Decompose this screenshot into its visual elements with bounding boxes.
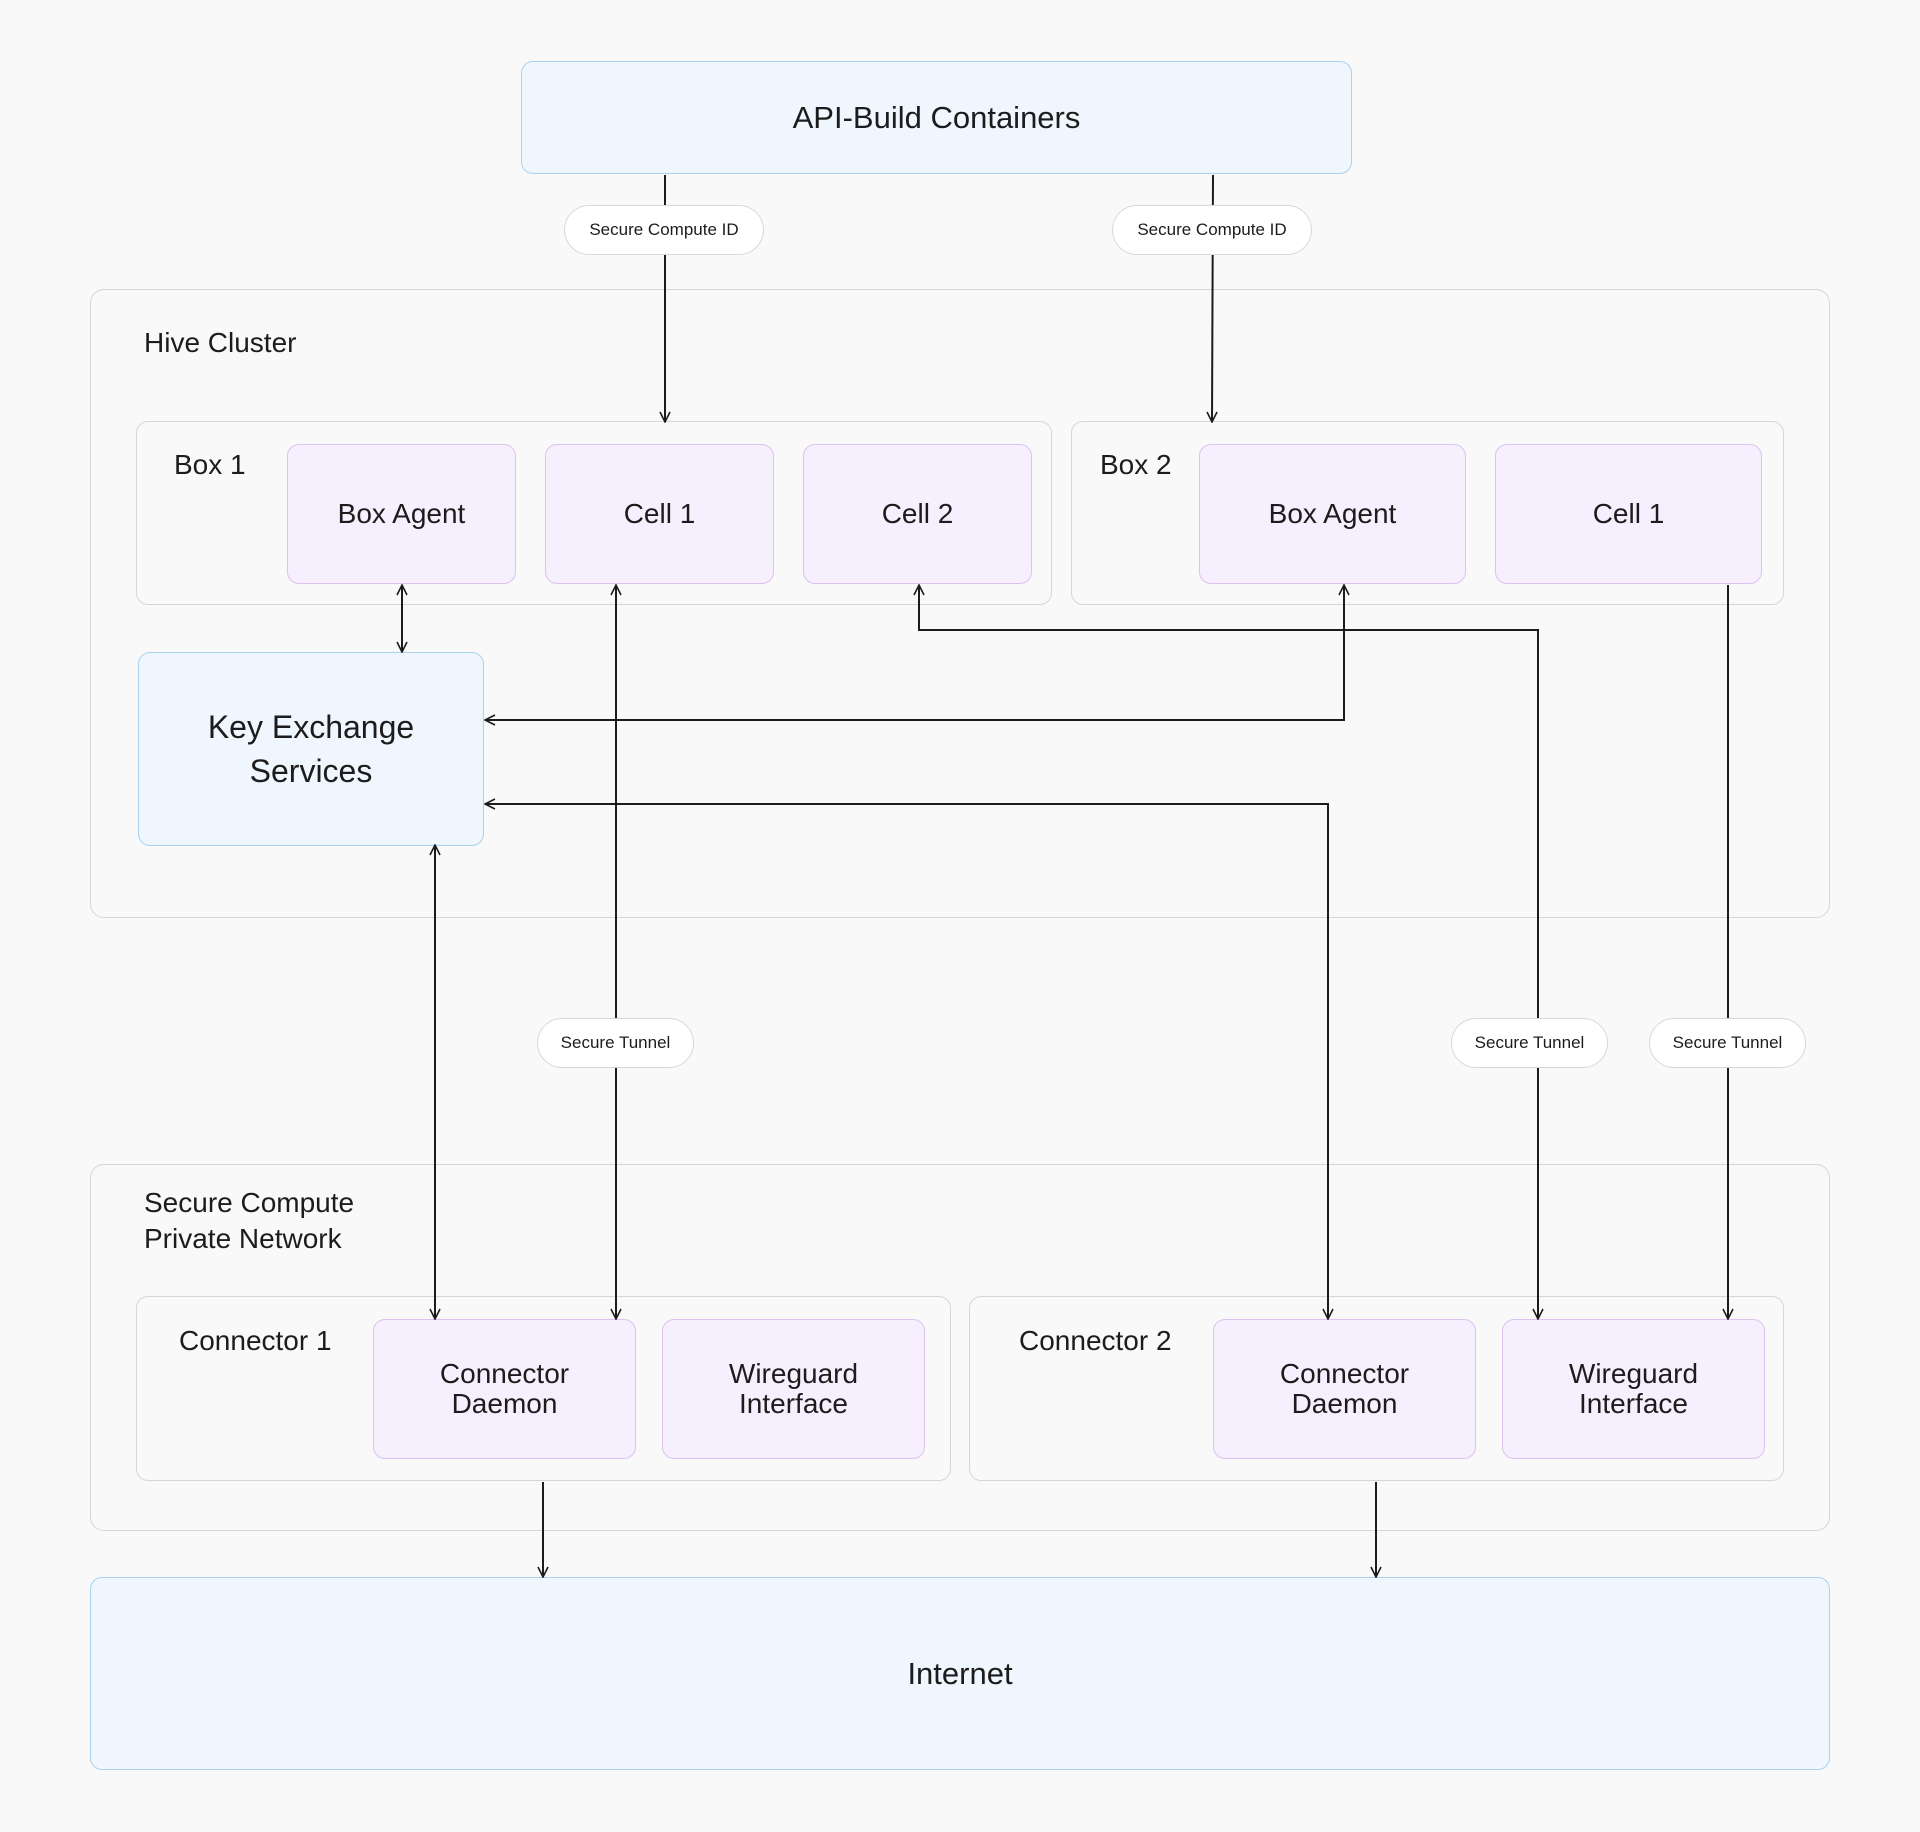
box-2-agent-label: Box Agent (1268, 498, 1397, 529)
box-2-cell-1: Cell 1 (1495, 444, 1762, 584)
connector-2-title: Connector 2 (1019, 1325, 1172, 1356)
secure-tunnel-label-2: Secure Tunnel (1451, 1018, 1608, 1068)
wire-cell2-connector2-wireguard (919, 585, 1538, 1319)
connector-1-wireguard-label: Wireguard Interface (728, 1358, 859, 1419)
box-2-agent: Box Agent (1199, 444, 1466, 584)
connector-2-daemon-label: Connector Daemon (1279, 1358, 1410, 1419)
box-1-agent: Box Agent (287, 444, 516, 584)
box-1-cell-2-label: Cell 2 (881, 498, 954, 529)
hive-cluster-title: Hive Cluster (144, 327, 297, 358)
box-1-title: Box 1 (174, 449, 246, 480)
connector-1-title: Connector 1 (179, 1325, 332, 1356)
secure-compute-id-label-2: Secure Compute ID (1112, 205, 1312, 255)
key-exchange-services-label: Key Exchange Services (207, 709, 415, 789)
box-1-cell-1: Cell 1 (545, 444, 774, 584)
key-exchange-services-box: Key Exchange Services (138, 652, 484, 846)
private-network-title: Secure Compute Private Network (144, 1187, 355, 1254)
box-1-cell-2: Cell 2 (803, 444, 1032, 584)
wire-box2-agent-kes (485, 585, 1344, 720)
internet-box: Internet (90, 1577, 1830, 1770)
connector-2-wireguard-label: Wireguard Interface (1568, 1358, 1699, 1419)
box-2-cell-1-label: Cell 1 (1592, 498, 1665, 529)
box-2-title: Box 2 (1100, 449, 1172, 480)
secure-tunnel-label-1: Secure Tunnel (537, 1018, 694, 1068)
secure-compute-id-label-1: Secure Compute ID (564, 205, 764, 255)
internet-label: Internet (907, 1655, 1013, 1691)
connector-1-daemon-label: Connector Daemon (439, 1358, 570, 1419)
api-build-containers-box: API-Build Containers (521, 61, 1352, 174)
box-1-cell-1-label: Cell 1 (623, 498, 696, 529)
connector-2-wireguard: Wireguard Interface (1502, 1319, 1765, 1459)
connector-1-wireguard: Wireguard Interface (662, 1319, 925, 1459)
api-build-containers-label: API-Build Containers (792, 99, 1081, 135)
secure-tunnel-label-3: Secure Tunnel (1649, 1018, 1806, 1068)
box-1-agent-label: Box Agent (337, 498, 466, 529)
connector-2-daemon: Connector Daemon (1213, 1319, 1476, 1459)
connector-1-daemon: Connector Daemon (373, 1319, 636, 1459)
